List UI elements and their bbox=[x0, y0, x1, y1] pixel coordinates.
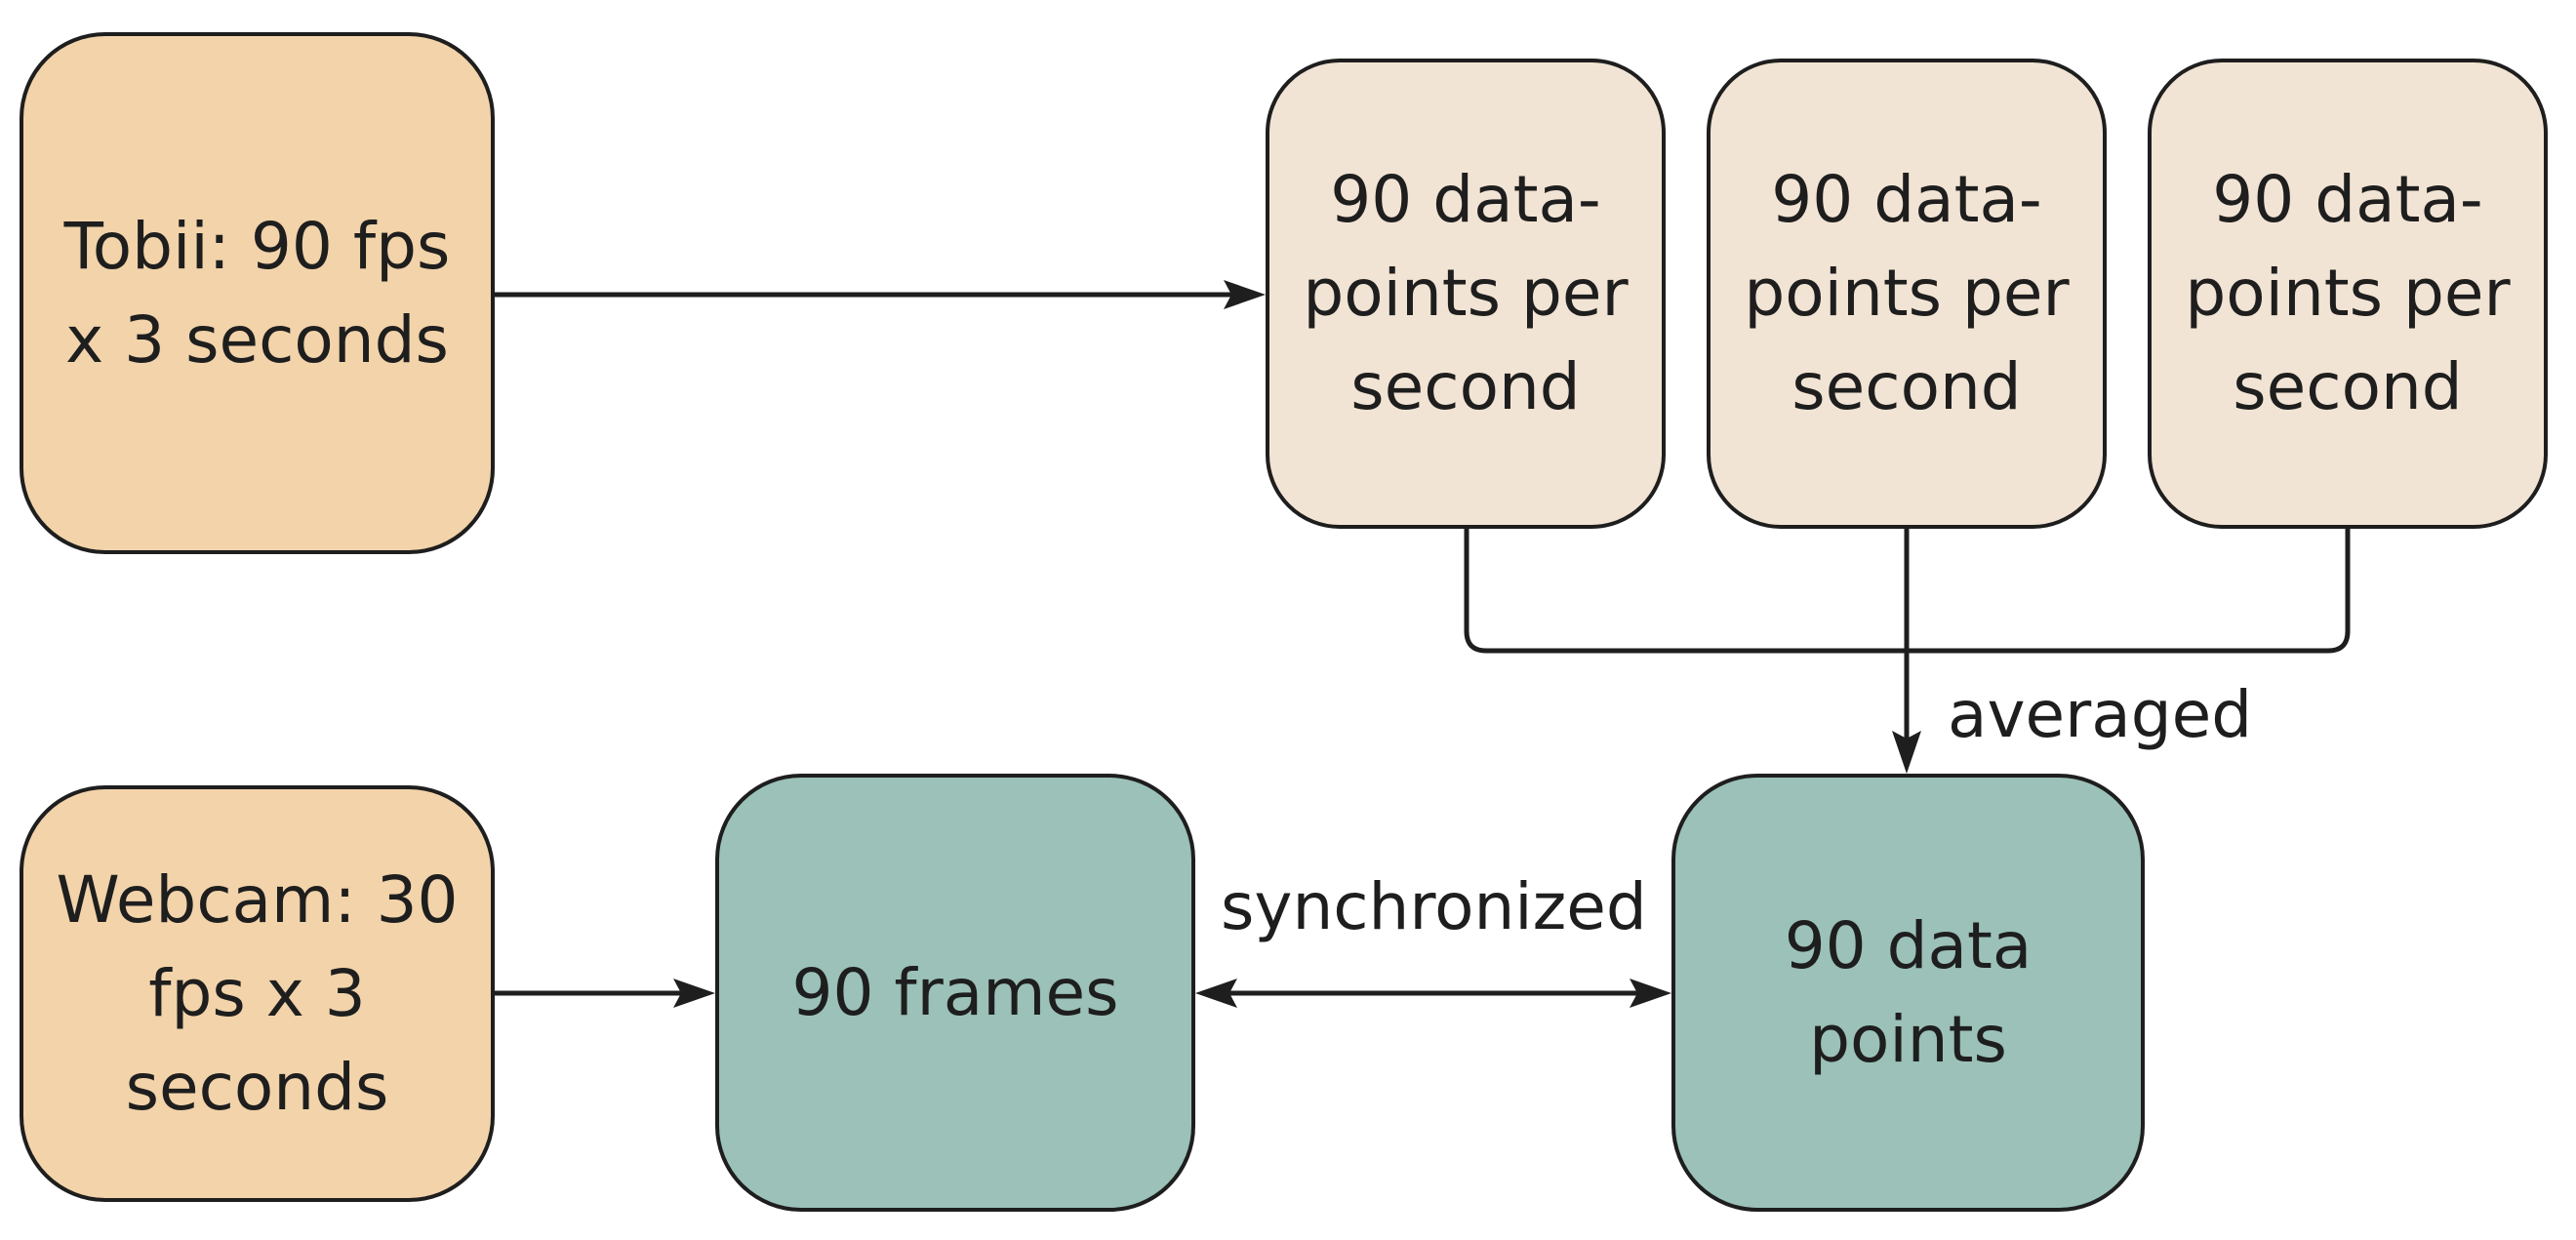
arrowhead-sync-right bbox=[1630, 979, 1671, 1008]
synchronized-label: synchronized bbox=[1221, 869, 1647, 944]
arrowhead-averaged bbox=[1892, 731, 1921, 774]
tobii-node: Tobii: 90 fps x 3 seconds bbox=[20, 32, 495, 554]
arrowhead-tobii bbox=[1224, 280, 1266, 309]
arrowhead-sync-left bbox=[1195, 979, 1237, 1008]
averaged-label: averaged bbox=[1948, 677, 2253, 752]
sample-node-1: 90 data- points per second bbox=[1266, 59, 1666, 529]
data-points-node: 90 data points bbox=[1671, 774, 2145, 1212]
webcam-node: Webcam: 30 fps x 3 seconds bbox=[20, 785, 495, 1202]
connector-sample-1-down bbox=[1464, 529, 1906, 654]
arrowhead-webcam bbox=[673, 979, 715, 1008]
frames-node: 90 frames bbox=[715, 774, 1195, 1212]
sample-node-3: 90 data- points per second bbox=[2148, 59, 2548, 529]
connector-sample-3-down bbox=[1906, 529, 2351, 654]
sample-node-2: 90 data- points per second bbox=[1707, 59, 2107, 529]
